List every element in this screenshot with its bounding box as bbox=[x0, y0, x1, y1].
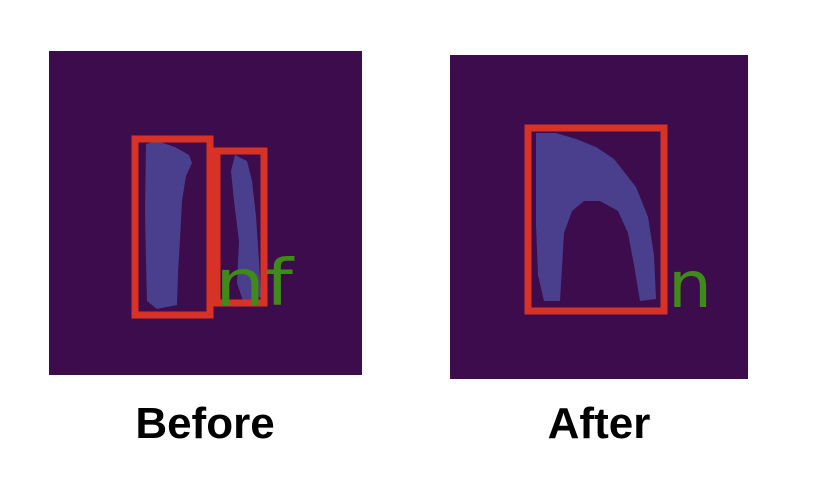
predicted-label: nf bbox=[215, 247, 295, 321]
image-background bbox=[49, 51, 362, 375]
before-image: nf bbox=[49, 51, 362, 375]
glyph-stroke-right bbox=[231, 155, 261, 301]
predicted-label: n bbox=[668, 249, 712, 323]
image-background bbox=[450, 55, 748, 379]
glyph-stroke-left bbox=[145, 141, 192, 309]
detection-box bbox=[524, 124, 668, 315]
before-panel: nf bbox=[49, 51, 362, 375]
before-caption: Before bbox=[135, 399, 275, 448]
after-image: n bbox=[450, 55, 748, 379]
detection-box bbox=[213, 147, 268, 307]
detection-box bbox=[131, 135, 214, 319]
after-caption: After bbox=[547, 399, 651, 448]
after-panel: n bbox=[450, 55, 748, 379]
glyph-arch bbox=[536, 133, 656, 301]
